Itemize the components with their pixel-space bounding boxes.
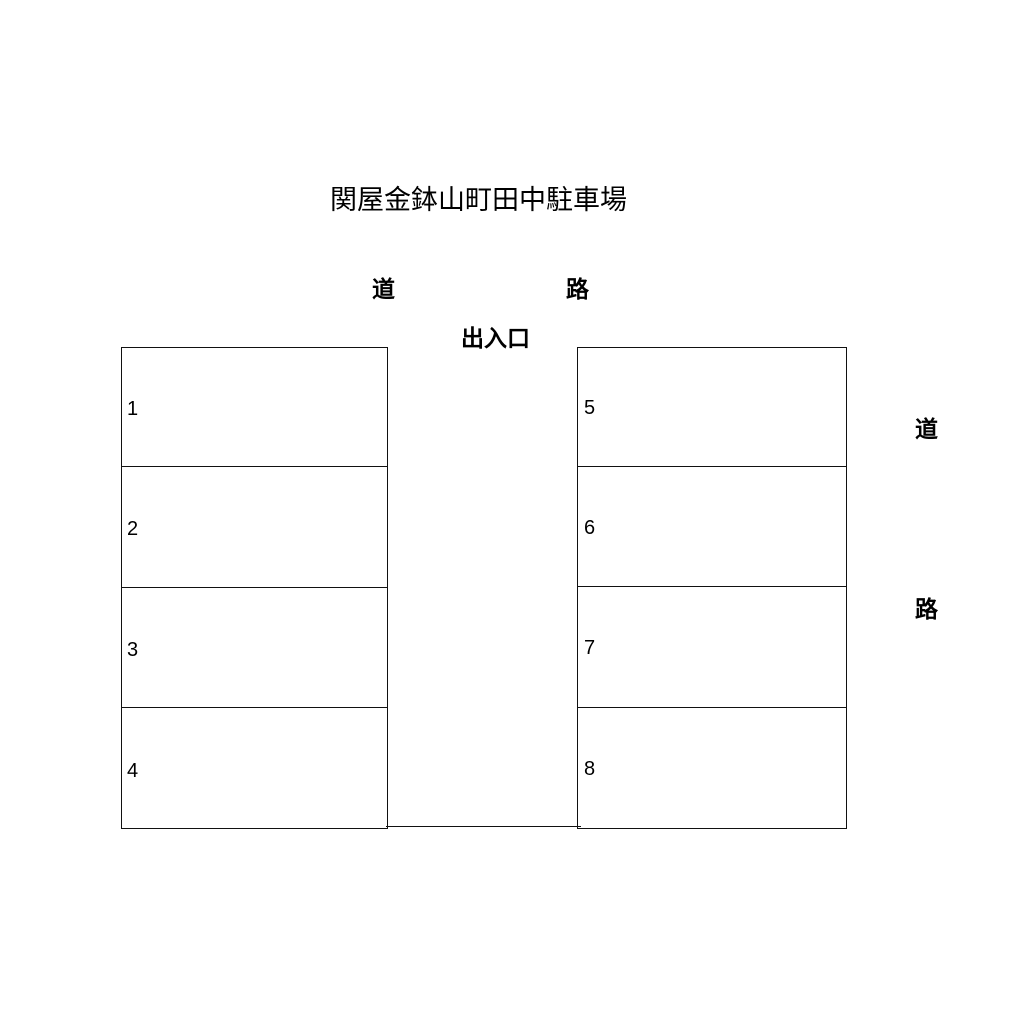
parking-slot-number: 7: [584, 637, 596, 659]
road-right-label-bottom: 路: [915, 597, 938, 623]
right-parking-block: [577, 347, 847, 829]
road-top-label-left: 道: [372, 277, 395, 303]
parking-slot-number: 4: [127, 760, 139, 782]
entrance-label: 出入口: [461, 326, 530, 352]
road-top-label-right: 路: [566, 277, 589, 303]
slot-divider: [121, 707, 387, 708]
slot-divider: [121, 466, 387, 467]
slot-divider: [577, 586, 846, 587]
parking-slot-number: 5: [584, 397, 596, 419]
slot-divider: [577, 707, 846, 708]
page-title: 関屋金鉢山町田中駐車場: [330, 185, 627, 216]
parking-slot-number: 2: [127, 518, 139, 540]
slot-divider: [121, 587, 387, 588]
left-parking-block: [121, 347, 388, 829]
slot-divider: [577, 466, 846, 467]
parking-slot-number: 3: [127, 639, 139, 661]
aisle-bottom-line: [386, 826, 581, 827]
road-right-label-top: 道: [915, 417, 938, 443]
parking-slot-number: 1: [127, 398, 139, 420]
parking-slot-number: 8: [584, 758, 596, 780]
parking-slot-number: 6: [584, 517, 596, 539]
